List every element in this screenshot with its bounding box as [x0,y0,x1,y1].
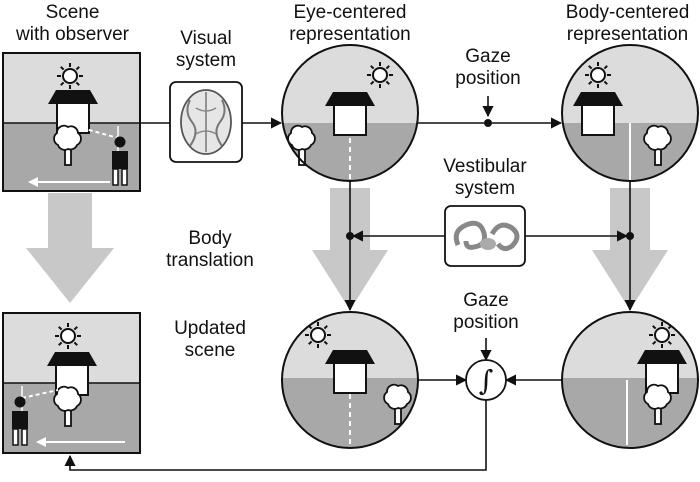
body-translation-label: Body translation [148,228,272,272]
body-centered-circle-top [561,44,699,182]
sun-icon [584,61,612,89]
body-label-line2: representation [566,24,689,45]
updated-scene-panel [2,312,141,454]
updated-scene-label: Updated scene [150,318,270,362]
body-centered-label: Body-centered representation [555,2,700,46]
scene-with-observer-panel [2,52,141,192]
body-centered-circle-bottom [561,311,699,449]
integrator-node: ∫ [465,359,507,401]
integral-symbol: ∫ [479,364,494,397]
upd-label-line1: Updated [174,318,246,339]
inner-ear-icon [444,205,526,267]
gaze-top-line2: position [455,68,521,89]
visual-label-line1: Visual [180,28,232,49]
connectors [64,96,636,471]
trans-label-line1: Body [188,228,232,249]
visual-system-label: Visual system [160,28,252,72]
eye-label-line2: representation [289,24,411,45]
eye-centered-circle-top [281,44,419,182]
scene-label: Scene with observer [0,2,145,46]
brain-icon [169,81,243,163]
scene-label-line1: Scene [45,2,100,23]
sun-icon [366,61,394,89]
gaze-bot-line1: Gaze [463,290,509,311]
visual-label-line2: system [175,50,237,71]
body-label-line1: Body-centered [565,2,690,23]
scene-label-line2: with observer [16,24,129,45]
vest-label-line1: Vestibular [443,156,527,177]
gaze-top-line1: Gaze [465,46,511,67]
gaze-position-top-label: Gaze position [440,46,536,90]
vestibular-system-label: Vestibular system [420,156,550,200]
sun-icon [54,322,82,350]
sun-icon [56,62,84,90]
eye-centered-circle-bottom [281,311,419,449]
big-arrows [26,188,668,310]
gaze-position-bottom-label: Gaze position [438,290,534,334]
eye-centered-label: Eye-centered representation [275,2,425,46]
eye-label-line1: Eye-centered [293,2,407,23]
upd-label-line2: scene [184,340,236,361]
gaze-bot-line2: position [453,312,519,333]
junction-dots [346,119,634,240]
trans-label-line2: translation [166,250,254,271]
integrator-to-scene-arrow [64,400,487,471]
vest-label-line2: system [454,178,516,199]
body-translation-arrow [26,193,114,303]
